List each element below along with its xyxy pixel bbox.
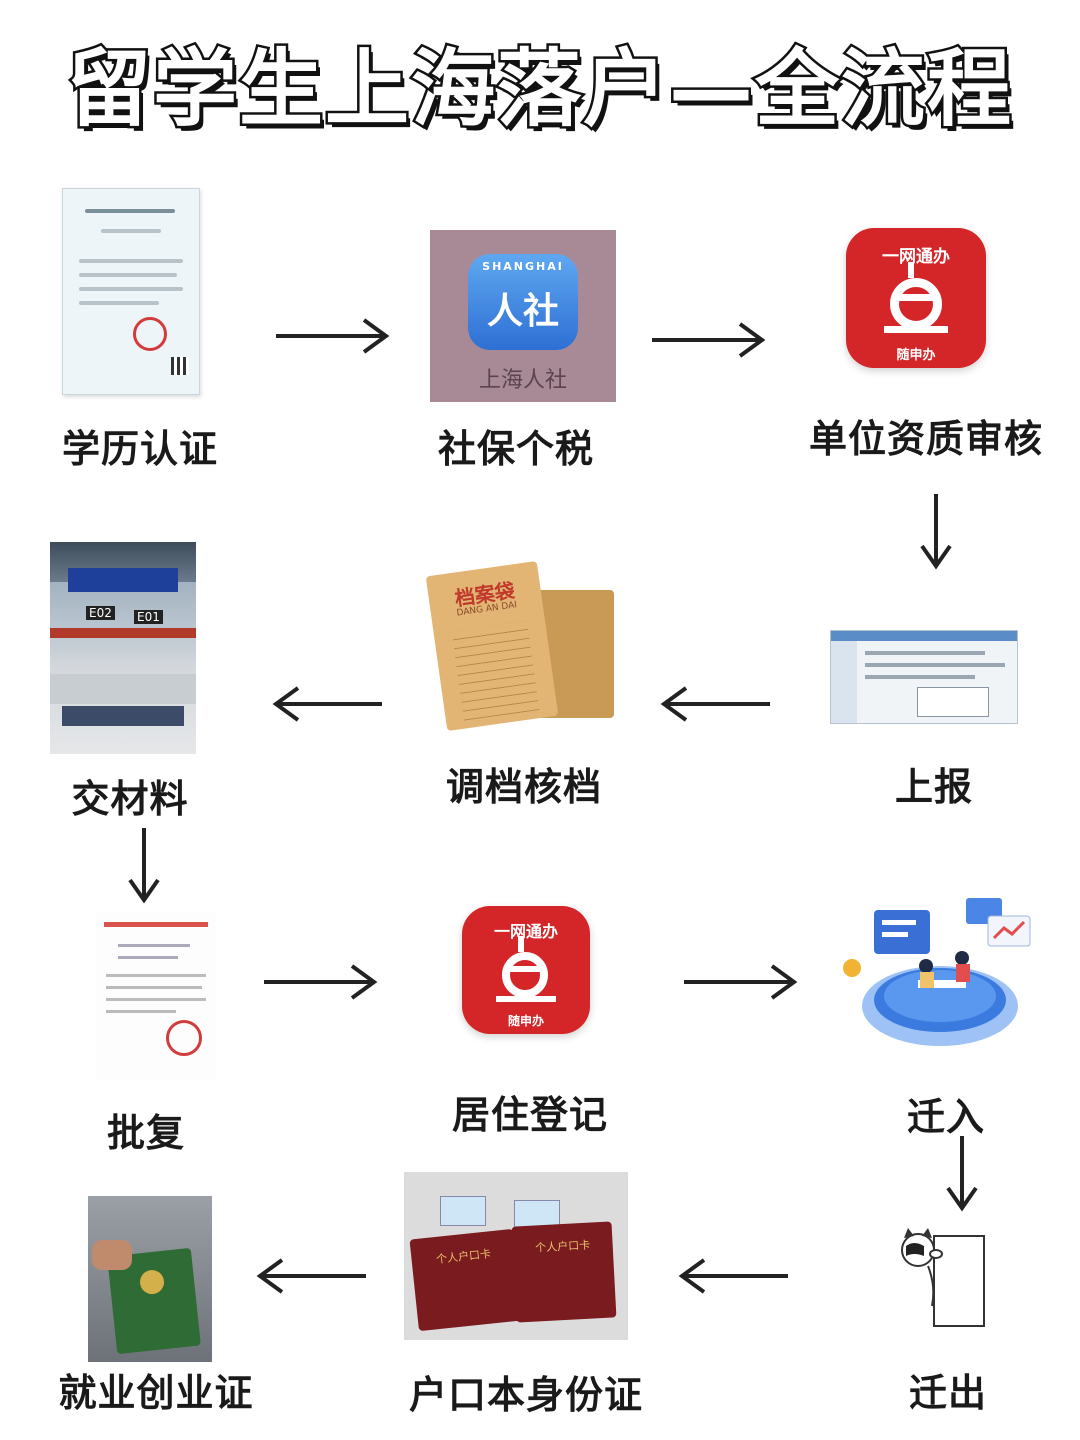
- shanghai-hr-app-icon: SHANGHAI 人社 上海人社: [430, 230, 616, 402]
- household-register-photo: 个人户口卡 个人户口卡: [404, 1172, 628, 1340]
- move-in-illustration: [843, 898, 1031, 1046]
- approval-document-image: [96, 912, 216, 1080]
- arrow-down-icon: [920, 494, 952, 570]
- step-label-degree-auth: 学历认证: [61, 427, 219, 471]
- arrow-down-icon: [946, 1136, 978, 1212]
- one-network-app-icon: 一网通办 随申办: [462, 906, 590, 1034]
- arrow-right-icon: [652, 322, 766, 358]
- arrow-right-icon: [264, 964, 378, 1000]
- app-top-text: 一网通办: [882, 247, 950, 267]
- employment-certificate-photo: [88, 1196, 212, 1362]
- arrow-left-icon: [660, 686, 770, 722]
- service-hall-photo: E02 E01: [50, 542, 196, 754]
- counter-label-a: E02: [86, 606, 115, 620]
- hr-icon-main-text: 人社: [486, 291, 559, 332]
- step-label-social-tax: 社保个税: [437, 427, 595, 471]
- arrow-down-icon: [128, 828, 160, 904]
- one-network-app-icon: 一网通办 随申办: [846, 228, 986, 368]
- step-label-residence-registration: 居住登记: [451, 1093, 609, 1137]
- arrow-left-icon: [678, 1258, 788, 1294]
- report-system-screenshot: [830, 630, 1018, 724]
- cat-holding-sign-illustration: [901, 1228, 985, 1327]
- hr-icon-bottom-text: 上海人社: [478, 368, 567, 393]
- step-label-move-out: 迁出: [908, 1370, 988, 1415]
- counter-label-b: E01: [134, 610, 163, 624]
- step-label-submit-materials: 交材料: [71, 777, 189, 821]
- app-bottom-text: 随申办: [507, 1014, 544, 1028]
- arrow-right-icon: [684, 964, 798, 1000]
- step-label-move-in: 迁入: [906, 1095, 986, 1139]
- step-label-company-review: 单位资质审核: [808, 417, 1044, 461]
- household-book-title: 个人户口卡: [435, 1247, 492, 1266]
- degree-certificate-image: [62, 188, 200, 395]
- app-top-text: 一网通办: [493, 922, 558, 941]
- app-bottom-text: 随申办: [896, 348, 936, 363]
- arrow-left-icon: [272, 686, 382, 722]
- page-title: 留学生上海落户—全流程: [64, 38, 1013, 141]
- step-label-report: 上报: [894, 765, 974, 809]
- household-book-title: 个人户口卡: [534, 1238, 591, 1255]
- hr-icon-top-text: SHANGHAI: [482, 260, 564, 273]
- arrow-left-icon: [256, 1258, 366, 1294]
- step-label-hukou-id: 户口本身份证: [408, 1373, 644, 1417]
- step-label-approval: 批复: [106, 1111, 186, 1155]
- arrow-right-icon: [276, 318, 390, 354]
- archive-envelope-image: 档案袋 DANG AN DAI: [425, 560, 618, 732]
- step-label-archive-check: 调档核档: [445, 765, 603, 809]
- step-label-employment-cert: 就业创业证: [58, 1371, 254, 1415]
